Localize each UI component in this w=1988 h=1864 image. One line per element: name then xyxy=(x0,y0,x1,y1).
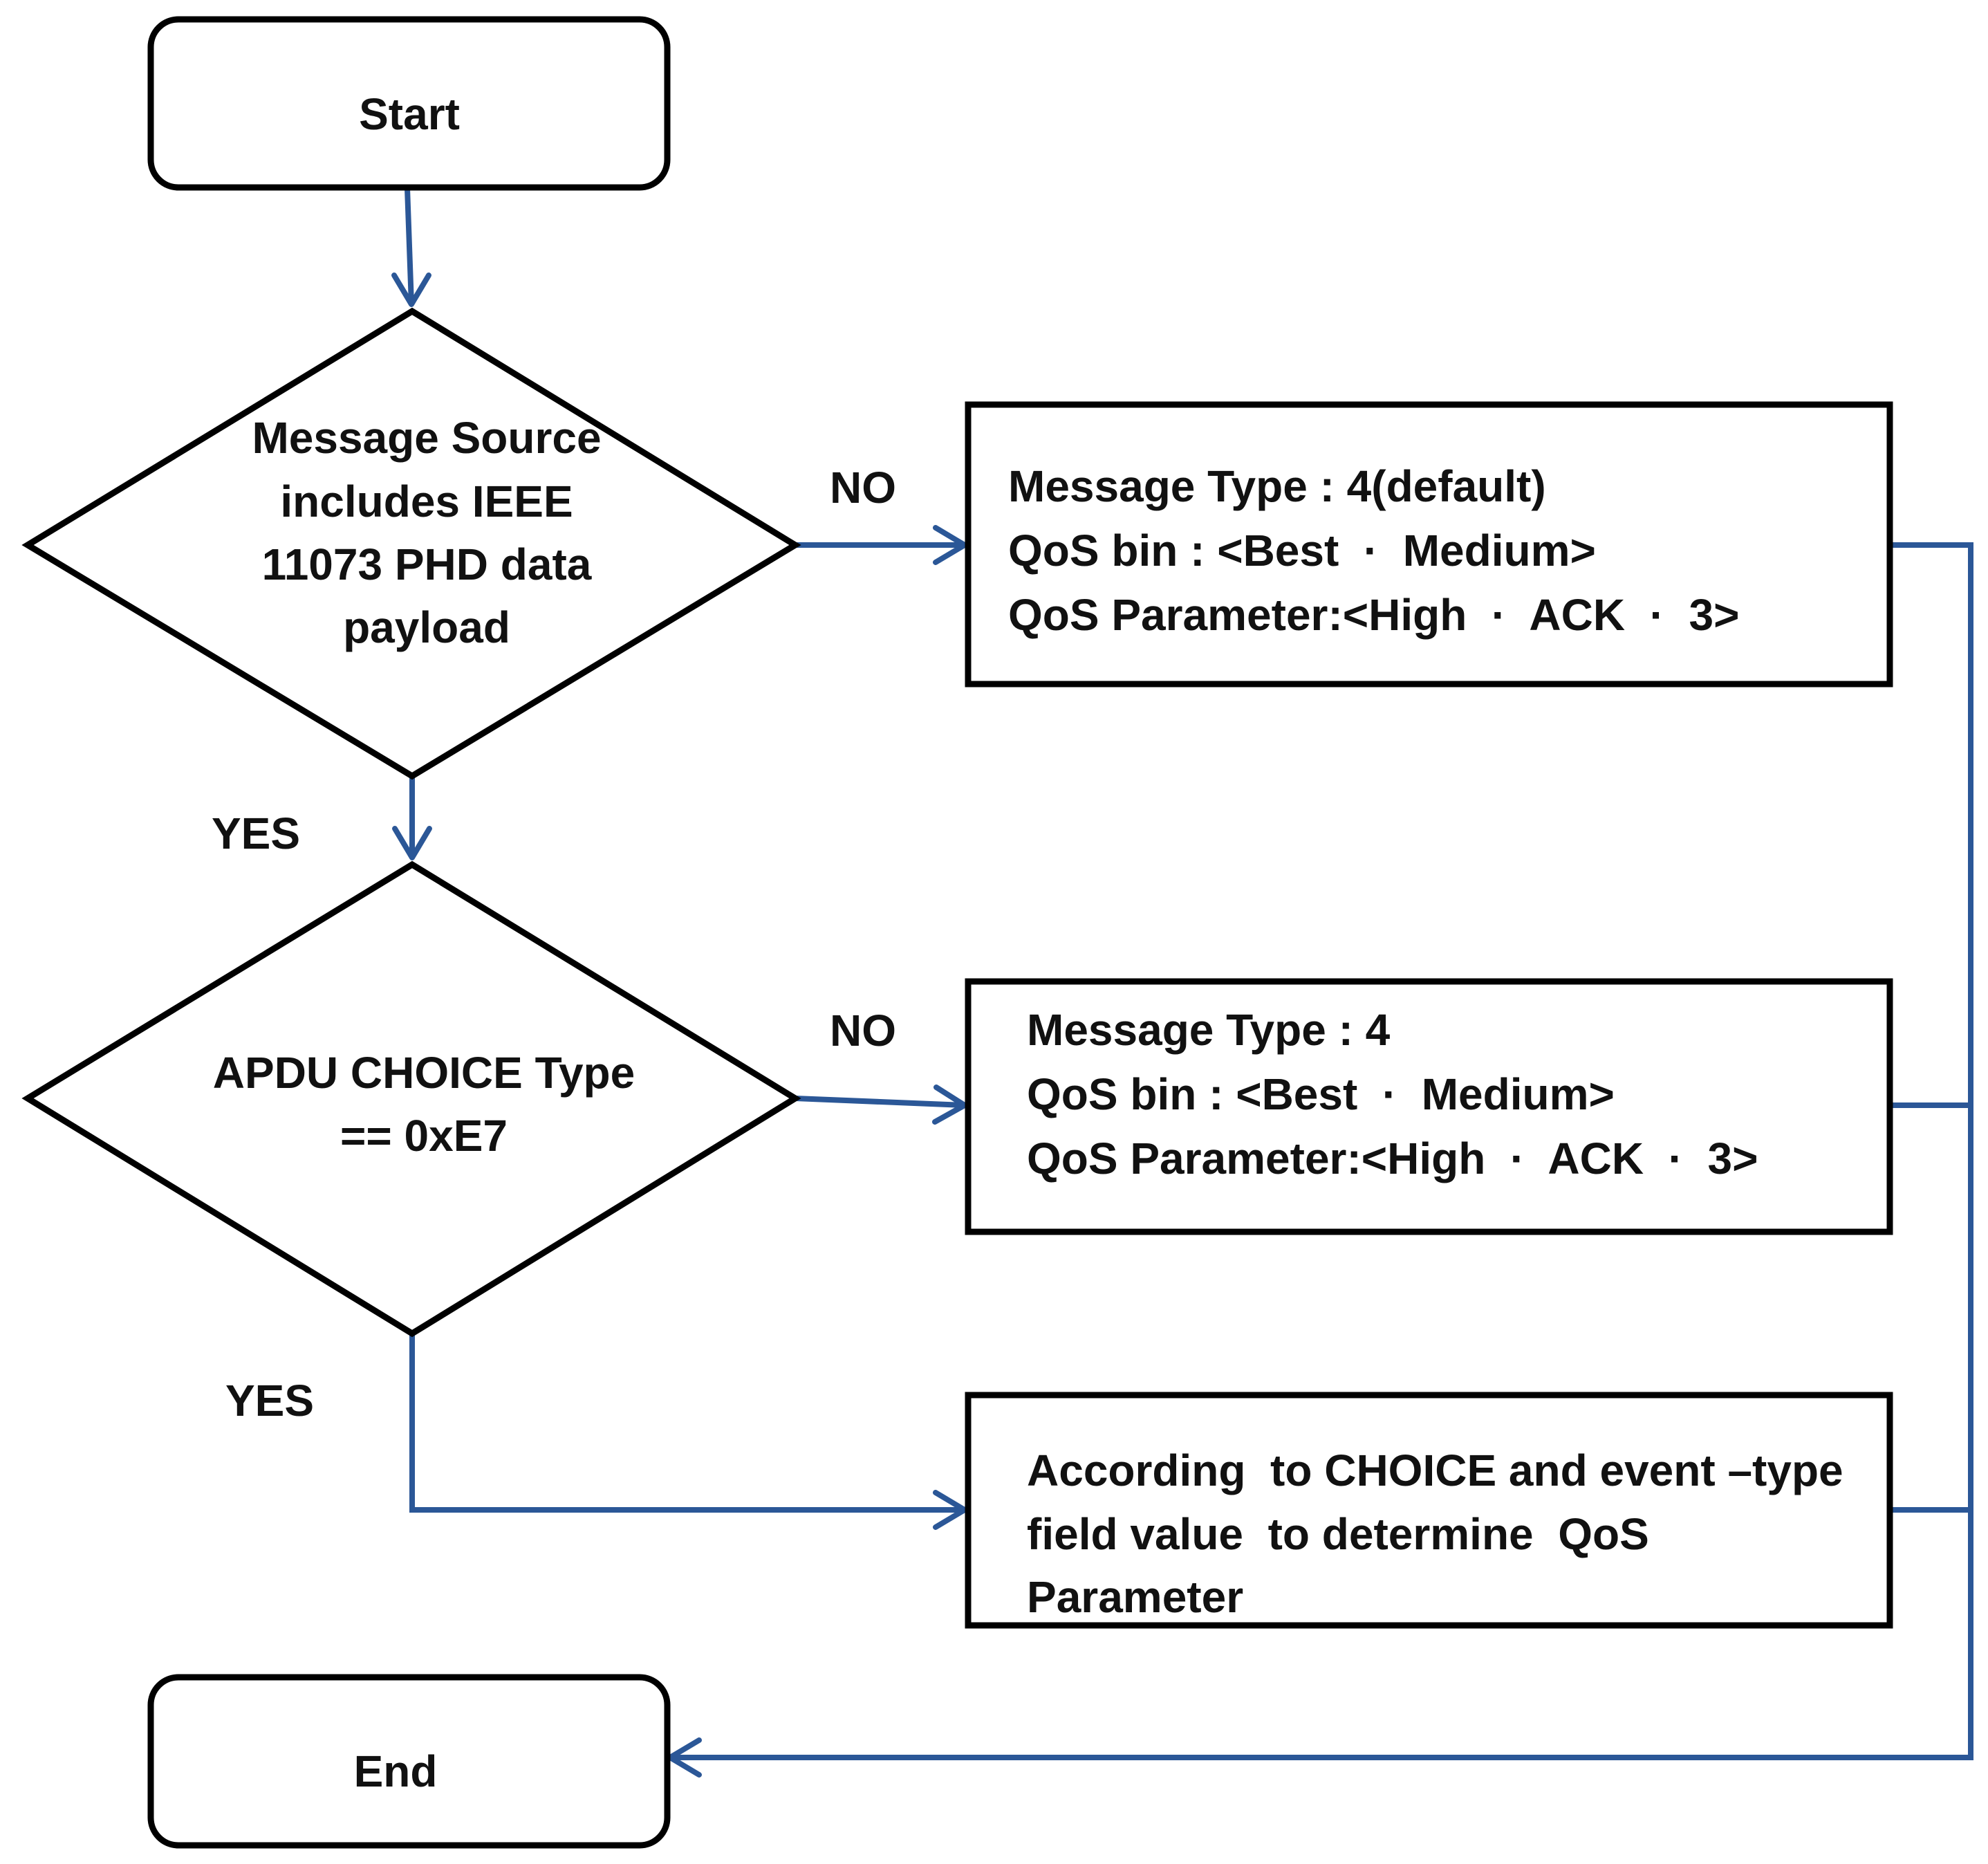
arrowhead-apdu-yes xyxy=(933,1490,967,1530)
start-label: Start xyxy=(359,89,460,139)
source-no-label: NO xyxy=(830,463,896,513)
source-line-4: payload xyxy=(343,602,510,652)
default-box-line-3: QoS Parameter:<High · ACK · 3> xyxy=(1008,590,1739,640)
process-choice-event-type xyxy=(965,1392,1893,1629)
source-line-2: includes IEEE xyxy=(280,477,573,526)
source-line-1: Message Source xyxy=(252,413,601,463)
source-line-3: 11073 PHD data xyxy=(262,539,592,589)
source-yes-label: YES xyxy=(212,809,300,858)
arrowhead-source-no xyxy=(933,525,967,565)
process-message-type-4 xyxy=(965,978,1893,1235)
choice-box-line-2: field value to determine QoS xyxy=(1027,1509,1649,1559)
start-terminal xyxy=(147,16,671,191)
shapes xyxy=(21,16,1893,1849)
apdu-no-label: NO xyxy=(830,1006,896,1055)
apdu-line-2: == 0xE7 xyxy=(340,1111,508,1161)
type4-box-line-2: QoS bin : <Best · Medium> xyxy=(1027,1069,1615,1119)
connector-apdu-no xyxy=(795,1096,965,1108)
type4-box-line-1: Message Type : 4 xyxy=(1027,1005,1391,1055)
default-box-line-2: QoS bin : <Best · Medium> xyxy=(1008,526,1596,575)
edge-labels: NO YES NO YES xyxy=(212,463,896,1425)
process-default-message-type xyxy=(965,401,1893,688)
end-label: End xyxy=(354,1746,438,1796)
connector-apdu-yes xyxy=(409,1334,965,1513)
connector-default-to-bus xyxy=(670,542,1973,1760)
arrowhead-start-to-source xyxy=(391,273,431,307)
apdu-yes-label: YES xyxy=(225,1376,314,1425)
connector-start-to-source xyxy=(405,187,414,305)
type4-box-line-3: QoS Parameter:<High · ACK · 3> xyxy=(1027,1134,1758,1183)
choice-box-line-1: According to CHOICE and event –type xyxy=(1027,1446,1843,1495)
apdu-line-1: APDU CHOICE Type xyxy=(213,1048,635,1098)
default-box-line-1: Message Type : 4(default) xyxy=(1008,461,1546,511)
end-terminal xyxy=(147,1674,671,1849)
arrowhead-source-to-apdu xyxy=(392,826,432,860)
decision-apdu-choice xyxy=(21,860,801,1338)
arrowhead-apdu-no xyxy=(932,1085,967,1125)
decision-message-source xyxy=(21,307,801,780)
node-text: Start Message Source includes IEEE 11073… xyxy=(213,89,1843,1796)
choice-box-line-3: Parameter xyxy=(1027,1572,1243,1622)
